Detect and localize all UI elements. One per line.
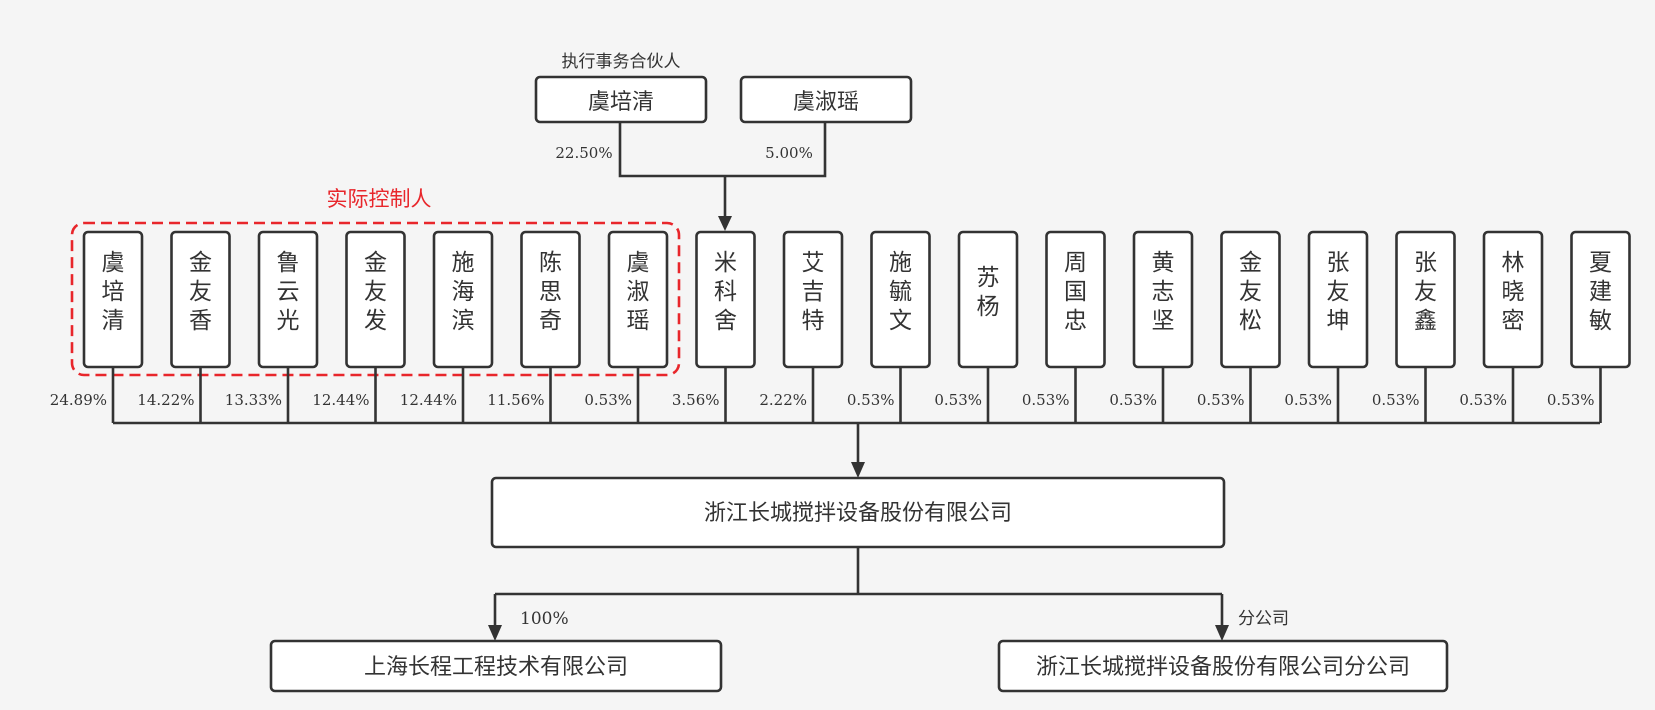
partner-name: 虞淑瑶: [793, 90, 859, 115]
subsidiary-box: 浙江长城搅拌设备股份有限公司分公司: [997, 639, 1449, 693]
shareholder-percentage: 12.44%: [312, 391, 369, 409]
subsidiary-box: 上海长程工程技术有限公司: [269, 639, 723, 693]
shareholder-box: 黄志坚: [1132, 230, 1194, 369]
company-box: 浙江长城搅拌设备股份有限公司: [490, 476, 1226, 549]
shareholder-name: 苏杨: [977, 265, 1000, 320]
shareholder-percentage: 3.56%: [672, 391, 720, 409]
shareholder-percentage: 0.53%: [847, 391, 895, 409]
subsidiary-name: 浙江长城搅拌设备股份有限公司分公司: [1036, 655, 1410, 680]
company-name: 浙江长城搅拌设备股份有限公司: [704, 501, 1012, 526]
shareholder-box: 艾吉特: [782, 230, 844, 369]
shareholder-box: 周国忠: [1045, 230, 1106, 369]
shareholder-box: 虞淑瑶: [607, 230, 669, 369]
shareholder-name: 施海滨: [452, 250, 475, 334]
executive-partner-label: 执行事务合伙人: [562, 52, 681, 72]
shareholder-percentage: 13.33%: [225, 391, 282, 409]
shareholder-percentage: 24.89%: [50, 391, 107, 409]
shareholder-percentage: 12.44%: [400, 391, 457, 409]
subsidiary-relation: 分公司: [1238, 609, 1289, 629]
shareholder-percentage: 0.53%: [584, 391, 632, 409]
shareholder-box: 林晓密: [1482, 230, 1544, 369]
shareholder-box: 米科舍: [695, 230, 756, 369]
shareholder-row: 虞培清 24.89% 金友香 14.22% 鲁云光 13.33% 金友发 12.44% 施海滨 1…: [50, 230, 1631, 423]
shareholder-percentage: 2.22%: [759, 391, 807, 409]
partner-percentage: 22.50%: [555, 144, 612, 162]
shareholder-box: 陈思奇: [520, 230, 581, 369]
shareholder-name: 夏建敏: [1589, 250, 1612, 334]
shareholder-name: 林晓密: [1502, 250, 1525, 334]
partner-box: 虞培清: [534, 75, 708, 124]
shareholder-percentage: 0.53%: [934, 391, 982, 409]
shareholder-box: 虞培清: [82, 230, 144, 369]
shareholder-name: 金友松: [1239, 250, 1262, 334]
shareholder-percentage: 0.53%: [1459, 391, 1507, 409]
shareholder-name: 黄志坚: [1152, 250, 1175, 334]
shareholder-name: 虞培清: [102, 250, 125, 334]
subsidiary-name: 上海长程工程技术有限公司: [364, 655, 628, 680]
shareholder-name: 张友鑫: [1414, 250, 1437, 334]
shareholder-box: 金友香: [170, 230, 231, 369]
shareholder-name: 张友坤: [1327, 250, 1350, 334]
shareholder-percentage: 0.53%: [1547, 391, 1595, 409]
shareholder-name: 金友发: [364, 250, 387, 334]
shareholder-name: 虞淑瑶: [627, 250, 650, 334]
arrow-head: [488, 625, 502, 641]
shareholder-box: 苏杨: [957, 230, 1019, 369]
shareholder-box: 张友坤: [1307, 230, 1369, 369]
partner-box: 虞淑瑶: [739, 75, 913, 124]
shareholder-box: 施毓文: [870, 230, 931, 369]
shareholder-percentage: 0.53%: [1197, 391, 1245, 409]
shareholder-name: 周国忠: [1064, 250, 1087, 334]
shareholder-percentage: 14.22%: [137, 391, 194, 409]
shareholder-percentage: 11.56%: [487, 391, 544, 409]
shareholder-box: 鲁云光: [257, 230, 319, 369]
subsidiary-relation: 100%: [520, 609, 569, 629]
shareholder-percentage: 0.53%: [1022, 391, 1070, 409]
shareholder-name: 陈思奇: [539, 250, 562, 334]
shareholder-percentage: 0.53%: [1372, 391, 1420, 409]
arrow-head: [1215, 625, 1229, 641]
arrow-head: [851, 462, 865, 478]
shareholder-percentage: 0.53%: [1284, 391, 1332, 409]
actual-controller-label: 实际控制人: [327, 187, 432, 211]
shareholder-box: 施海滨: [432, 230, 494, 369]
shareholder-name: 鲁云光: [277, 250, 300, 334]
partner-connector: [618, 122, 827, 178]
shareholder-name: 米科舍: [714, 250, 737, 334]
shareholder-box: 金友发: [345, 230, 406, 369]
arrow-head: [718, 216, 732, 231]
shareholder-box: 张友鑫: [1395, 230, 1456, 369]
shareholder-name: 施毓文: [889, 250, 912, 334]
shareholder-name: 金友香: [189, 250, 212, 334]
shareholder-box: 金友松: [1220, 230, 1281, 369]
partner-name: 虞培清: [588, 90, 654, 115]
partner-percentage: 5.00%: [765, 144, 813, 162]
shareholder-percentage: 0.53%: [1109, 391, 1157, 409]
shareholder-name: 艾吉特: [802, 250, 825, 334]
shareholder-box: 夏建敏: [1570, 230, 1631, 369]
